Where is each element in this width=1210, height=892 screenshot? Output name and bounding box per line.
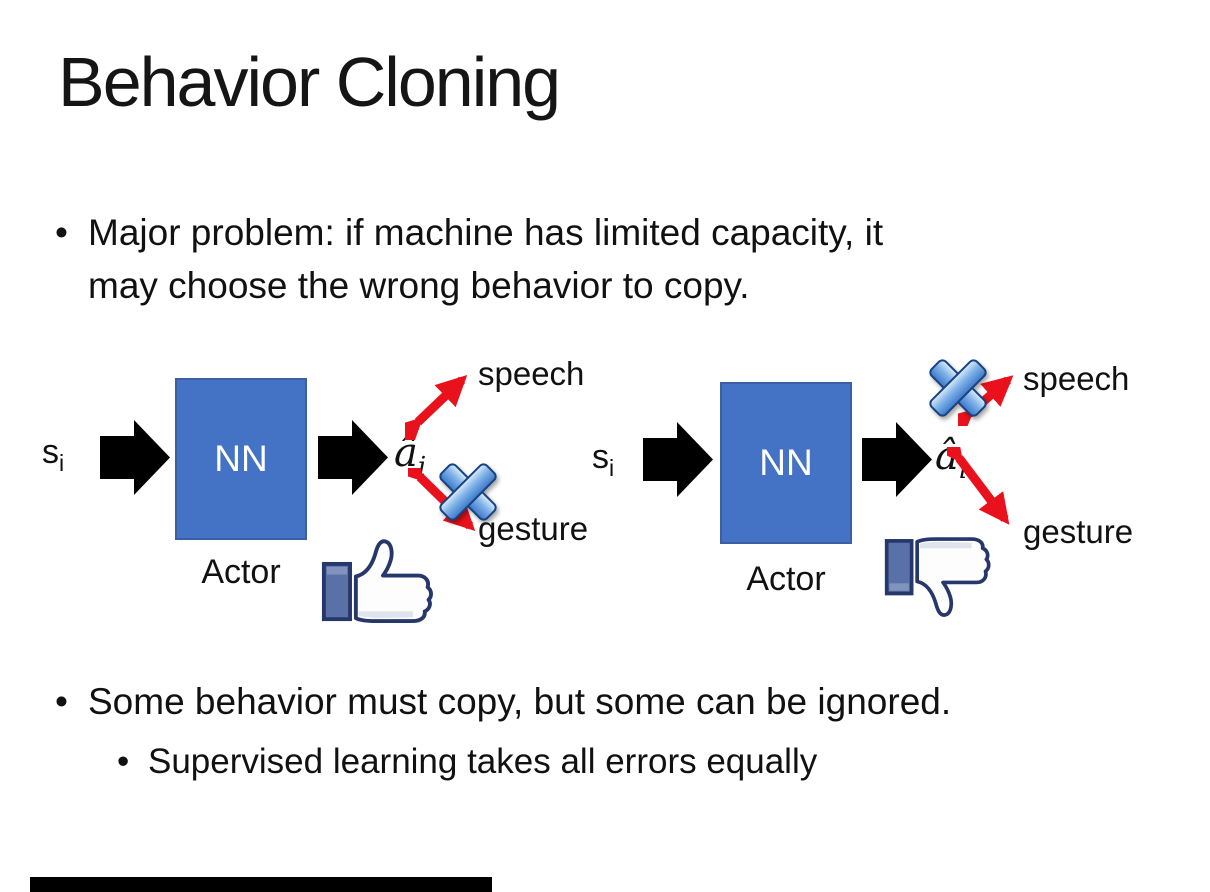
state-letter: s — [592, 438, 609, 476]
nn-box: NN — [720, 382, 852, 544]
predicted-action-label: âi — [394, 430, 426, 482]
cutoff-next-slide-bar — [30, 877, 492, 892]
bullet-marker: • — [55, 681, 68, 722]
thumbs-up-icon — [321, 539, 433, 624]
actor-diagram-left: si NN Actor âi speech — [30, 350, 640, 645]
nn-box: NN — [175, 378, 307, 540]
flow-arrow-icon — [643, 422, 713, 497]
bullet-some-behavior: Some behavior must copy, but some can be… — [88, 681, 952, 722]
state-letter: s — [42, 433, 59, 471]
a-subscript: i — [417, 452, 427, 482]
nn-box-label: NN — [759, 442, 813, 483]
sub-bullet-marker: • — [117, 742, 130, 781]
state-subscript: i — [59, 449, 65, 476]
gesture-label: gesture — [1023, 513, 1134, 550]
nn-box-label: NN — [214, 438, 268, 479]
bullet-major-problem: Major problem: if machine has limited ca… — [88, 206, 883, 312]
actor-diagram-right: si NN Actor âi — [575, 350, 1185, 645]
speech-label: speech — [478, 355, 585, 392]
flow-arrow-icon — [100, 420, 170, 495]
gesture-label: gesture — [478, 510, 589, 547]
bullet-line-1: Major problem: if machine has limited ca… — [88, 212, 884, 253]
flow-arrow-icon — [862, 422, 932, 497]
cross-out-icon — [439, 463, 497, 521]
thumbs-down-icon — [884, 537, 991, 617]
speech-arrow-icon — [405, 375, 468, 440]
bullet-marker: • — [55, 212, 68, 253]
speech-label: speech — [1023, 360, 1130, 397]
bullet-line-2: may choose the wrong behavior to copy. — [88, 265, 750, 306]
flow-arrow-icon — [318, 420, 388, 495]
page-title: Behavior Cloning — [58, 43, 561, 121]
a-hat: â — [394, 430, 418, 476]
state-subscript: i — [609, 454, 615, 481]
state-input-label: si — [592, 438, 614, 482]
actor-caption: Actor — [746, 560, 826, 598]
gesture-arrow-icon — [947, 447, 1010, 525]
actor-caption: Actor — [201, 553, 281, 591]
cross-out-icon — [929, 359, 987, 417]
sub-bullet-supervised: Supervised learning takes all errors equ… — [148, 742, 818, 781]
state-input-label: si — [42, 433, 64, 477]
